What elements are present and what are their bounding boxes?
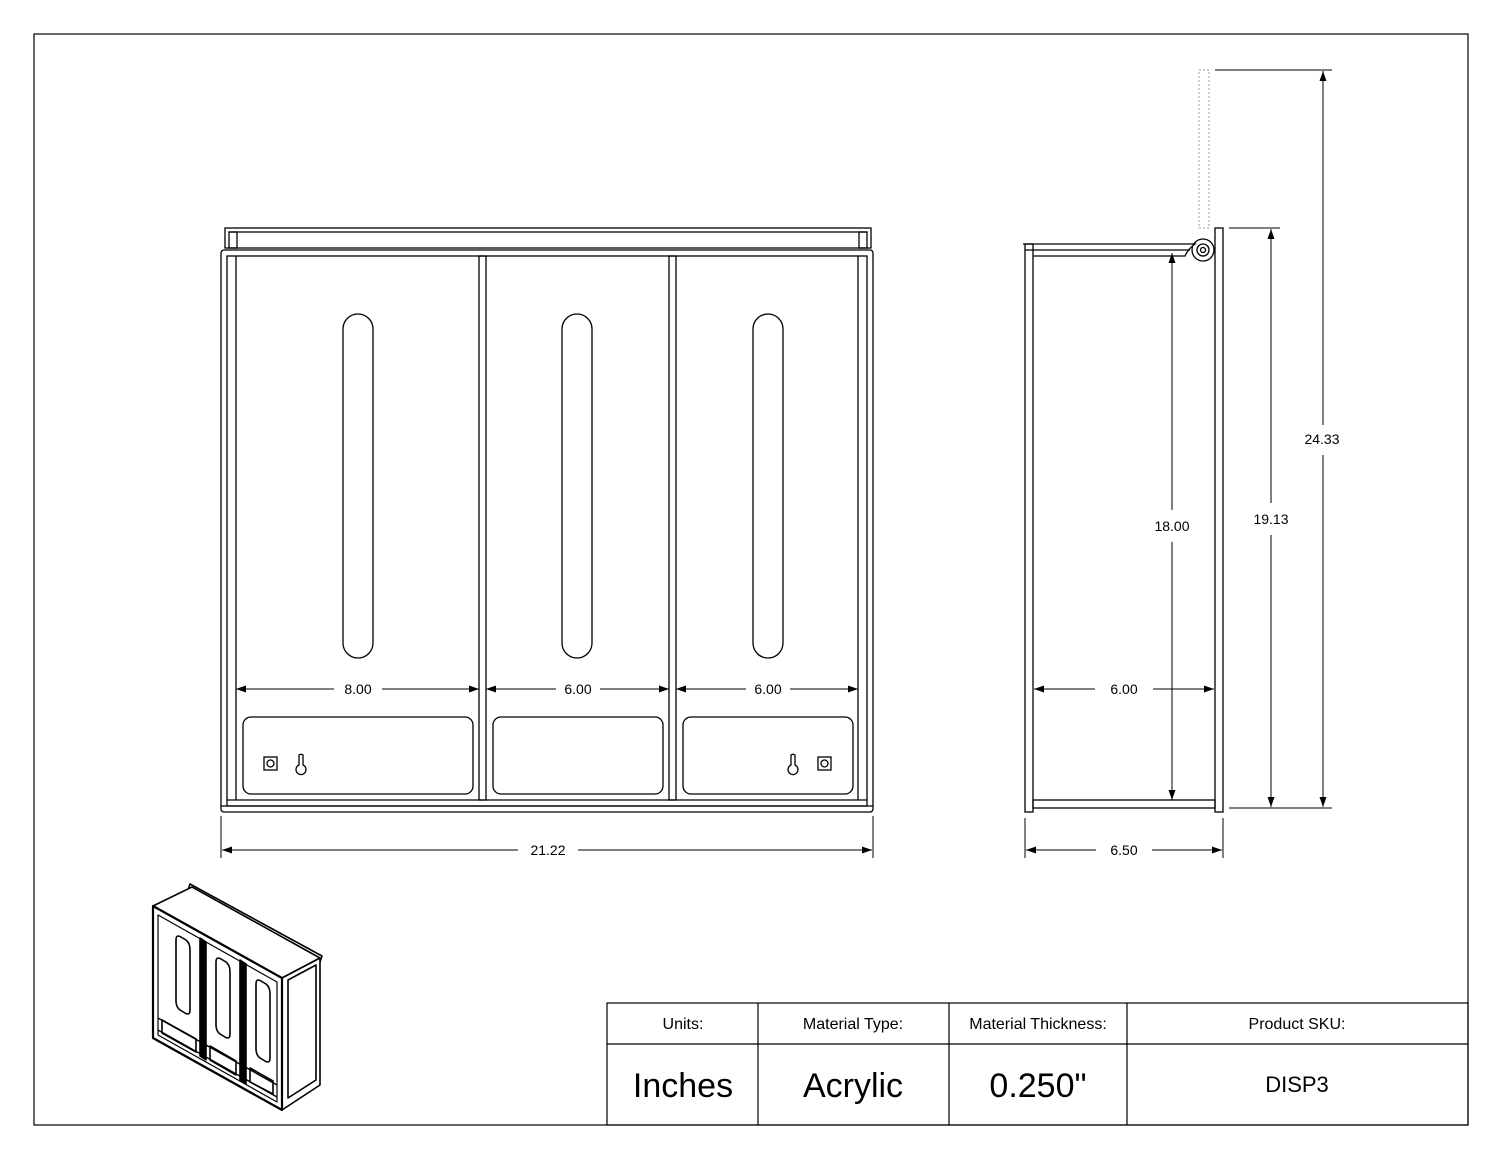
slot-right: [752, 313, 784, 659]
dim-compartment-left: 8.00: [344, 681, 371, 697]
dim-total-height: 24.33: [1304, 431, 1339, 447]
opening-middle: [492, 716, 664, 795]
product-sku-label: Product SKU:: [1249, 1016, 1346, 1033]
dim-compartment-middle: 6.00: [564, 681, 591, 697]
opening-right: [682, 716, 854, 795]
product-sku-value: DISP3: [1265, 1072, 1329, 1097]
dim-side-height-inner: 18.00: [1154, 518, 1189, 534]
material-type-value: Acrylic: [803, 1067, 903, 1105]
dim-side-depth-outer: 6.50: [1110, 842, 1137, 858]
dim-compartment-right: 6.00: [754, 681, 781, 697]
units-label: Units:: [663, 1016, 704, 1033]
side-view: [1023, 69, 1224, 813]
slot-left: [342, 313, 374, 659]
dim-side-height-outer: 19.13: [1253, 511, 1288, 527]
material-type-label: Material Type:: [803, 1016, 903, 1033]
side-dimensions: [1024, 69, 1332, 858]
slot-middle: [561, 313, 593, 659]
front-dimensions: [220, 685, 874, 858]
hinge: [1191, 238, 1215, 262]
opening-left: [242, 716, 474, 795]
dim-front-width: 21.22: [530, 842, 565, 858]
material-thickness-value: 0.250": [989, 1067, 1086, 1105]
isometric-view: [151, 883, 323, 1112]
title-block: [606, 1002, 1469, 1126]
units-value: Inches: [633, 1067, 733, 1105]
dim-side-depth-inner: 6.00: [1110, 681, 1137, 697]
front-view: [220, 227, 874, 813]
material-thickness-label: Material Thickness:: [969, 1016, 1107, 1033]
